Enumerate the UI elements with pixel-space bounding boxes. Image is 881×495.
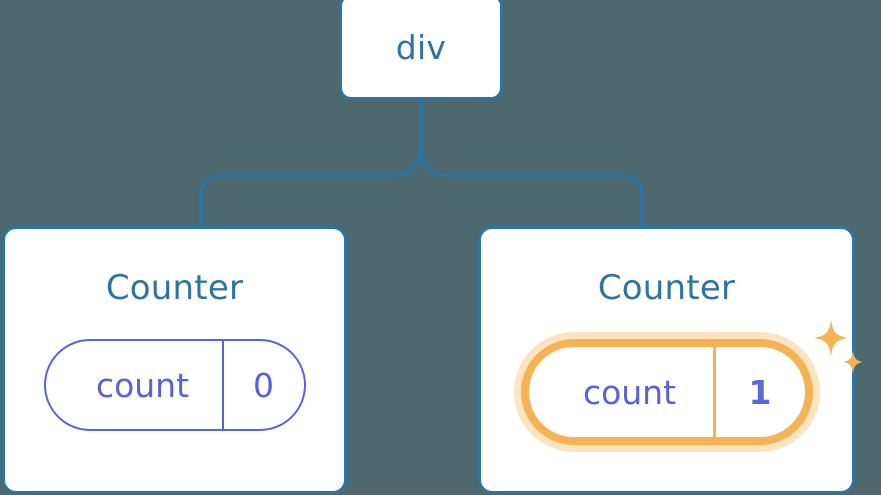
state-pill-highlighted[interactable]: count 1: [520, 339, 813, 445]
card-title: Counter: [597, 268, 736, 308]
state-value: 1: [712, 347, 805, 437]
state-value-label: 0: [253, 365, 274, 405]
card-title: Counter: [105, 268, 244, 308]
state-pill-wrapper-highlighted: count 1: [520, 319, 863, 445]
sparkle-large-icon: [813, 319, 848, 357]
state-pill[interactable]: count 0: [43, 339, 306, 431]
state-key-label: count: [95, 365, 190, 405]
sparkle-small-icon: [842, 350, 863, 374]
state-value-label: 1: [748, 372, 772, 412]
state-key-label: count: [582, 372, 677, 412]
state-key: count: [46, 341, 222, 429]
state-key: count: [529, 347, 713, 437]
node-div[interactable]: div: [339, 0, 503, 100]
sparkle-group: [813, 319, 863, 374]
card-counter-right[interactable]: Counter count 1: [478, 226, 863, 494]
node-div-label: div: [395, 27, 447, 67]
card-counter-left[interactable]: Counter count 0: [2, 226, 347, 494]
state-pill-wrapper: count 0: [43, 339, 306, 431]
state-value: 0: [221, 341, 304, 429]
